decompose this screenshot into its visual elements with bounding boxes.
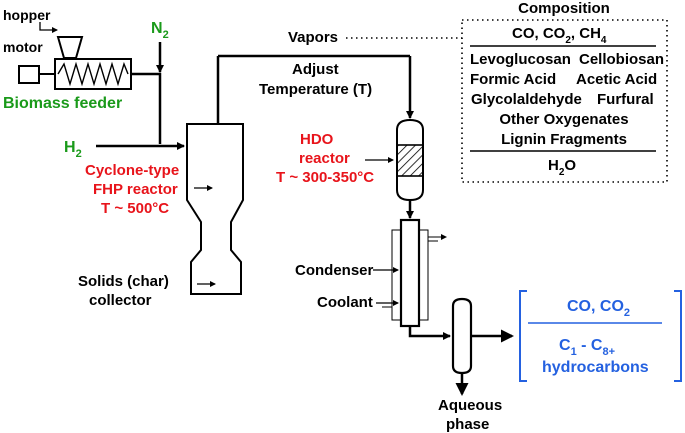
cyclone-label-2: FHP reactor <box>93 181 178 198</box>
n2-label: N2 <box>151 20 169 41</box>
composition-formic-acid: Formic Acid <box>470 71 556 88</box>
biomass-feeder-label: Biomass feeder <box>3 95 122 112</box>
solids-label-1: Solids (char) <box>78 273 169 290</box>
screw-spiral <box>57 61 129 87</box>
hopper-funnel <box>56 36 84 59</box>
products-right-bracket <box>674 290 682 382</box>
hdo-label-2: reactor <box>299 150 350 167</box>
composition-title: Composition <box>518 0 610 17</box>
composition-lignin-fragments: Lignin Fragments <box>501 131 627 148</box>
products-box: CO, CO2 C1 - C8+ hydrocarbons <box>519 290 682 382</box>
products-hc-range: C1 - C8+ <box>559 337 615 358</box>
composition-gases: CO, CO2, CH4 <box>512 25 607 46</box>
composition-acetic-acid: Acetic Acid <box>576 71 657 88</box>
composition-dotted-frame <box>461 19 668 183</box>
motor-label: motor <box>3 39 43 55</box>
hdo-catalyst-bed <box>396 144 424 177</box>
composition-furfural: Furfural <box>597 91 654 108</box>
hopper-pointer <box>39 22 58 33</box>
composition-levoglucosan: Levoglucosan <box>470 51 571 68</box>
products-hc-label: hydrocarbons <box>542 359 649 376</box>
condenser-label: Condenser <box>295 262 374 279</box>
coolant-label: Coolant <box>317 294 373 311</box>
products-left-bracket <box>519 290 527 382</box>
separator-vessel <box>451 297 473 375</box>
aqueous-label-2: phase <box>446 416 489 433</box>
hdo-label-1: HDO <box>300 131 334 148</box>
feed-line <box>131 72 162 118</box>
composition-water: H2O <box>548 157 576 178</box>
composition-other-oxygenates: Other Oxygenates <box>499 111 628 128</box>
adjust-label-1: Adjust <box>292 61 339 78</box>
hopper-label: hopper <box>3 7 51 23</box>
adjust-label-2: Temperature (T) <box>259 81 372 98</box>
composition-box: Composition CO, CO2, CH4 Levoglucosan Ce… <box>461 0 668 183</box>
hdo-label-3: T ~ 300-350°C <box>276 169 374 186</box>
cyclone-label-3: T ~ 500°C <box>101 200 169 217</box>
biomass-feeder: hopper motor Biomass feeder <box>3 7 132 112</box>
vapors-label: Vapors <box>288 29 338 46</box>
condenser-to-separator-arrow <box>408 326 451 340</box>
products-gas-label: CO, CO2 <box>567 298 630 319</box>
composition-cellobiosan: Cellobiosan <box>579 51 664 68</box>
condenser-tube <box>399 218 421 328</box>
composition-glycolaldehyde: Glycolaldehyde <box>471 91 582 108</box>
cyclone-label-1: Cyclone-type <box>85 162 179 179</box>
motor-box <box>18 65 40 84</box>
aqueous-label-1: Aqueous <box>438 397 502 414</box>
h2-label: H2 <box>64 139 82 160</box>
solids-label-2: collector <box>89 292 152 309</box>
cyclone-reactor-vessel <box>186 123 244 295</box>
